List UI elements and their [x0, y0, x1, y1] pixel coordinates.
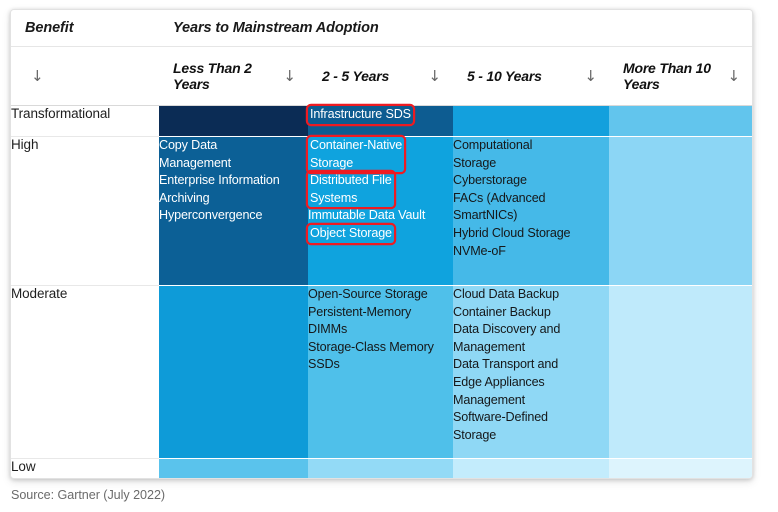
cell-item: Open-Source Storage	[308, 287, 428, 301]
matrix-row: Transformational Infrastructure SDS	[11, 105, 752, 137]
matrix-header-columns: ↓Less Than 2 Years↓2 - 5 Years↓5 - 10 Ye…	[11, 46, 752, 106]
row-label-low: Low	[11, 458, 159, 478]
column-header-label: More Than 10 Years	[623, 60, 711, 92]
matrix-cell	[159, 105, 308, 137]
corner-header-label: Benefit	[25, 20, 74, 36]
cell-item: Storage	[453, 155, 497, 170]
cell-item-label: Storage	[310, 155, 354, 170]
sort-down-arrow-icon[interactable]: ↓	[584, 66, 597, 85]
cell-item-label: Distributed File	[310, 173, 392, 188]
cell-item: Storage-Class Memory	[308, 339, 434, 354]
cell-item-label: Object Storage	[310, 225, 392, 240]
cell-item: Copy Data	[159, 138, 218, 152]
span-header-label: Years to Mainstream Adoption	[173, 20, 379, 36]
red-highlight-box: Infrastructure SDS	[308, 106, 413, 124]
cell-item: SmartNICs)	[453, 208, 518, 223]
cell-item: DIMMs	[308, 322, 348, 337]
cell-item: Management	[159, 155, 232, 170]
cell-item: NVMe-oF	[453, 243, 506, 258]
cell-item: SSDs	[308, 357, 340, 372]
cell-item: Archiving	[159, 190, 210, 205]
column-header-lt2[interactable]: Less Than 2 Years ↓	[159, 46, 308, 106]
row-label-moderate: Moderate	[11, 285, 159, 459]
cell-item-label: Systems	[310, 190, 358, 205]
cell-item: Hybrid Cloud Storage	[453, 225, 571, 240]
sort-down-arrow-icon[interactable]: ↓	[428, 66, 441, 85]
matrix-cell	[453, 458, 609, 478]
matrix-cell	[609, 458, 752, 478]
cell-item: Storage	[453, 427, 497, 442]
matrix-cell	[308, 458, 453, 478]
cell-item: Data Transport and	[453, 357, 559, 372]
cell-item: Data Discovery and	[453, 322, 561, 337]
matrix-cell	[159, 458, 308, 478]
cell-item: FACs (Advanced	[453, 190, 546, 205]
red-highlight-box: Object Storage	[308, 225, 394, 243]
cell-item: Software-Defined	[453, 410, 548, 425]
column-header-label: Less Than 2 Years	[173, 60, 252, 92]
benefit-sort-cell[interactable]: ↓	[11, 46, 159, 106]
cell-item: Computational	[453, 138, 533, 152]
source-caption: Source: Gartner (July 2022)	[11, 488, 166, 502]
column-header-2to5[interactable]: 2 - 5 Years ↓	[308, 46, 453, 106]
matrix-cell	[609, 105, 752, 137]
matrix-row: Low	[11, 458, 752, 478]
highlighted-item: Infrastructure SDS	[308, 106, 453, 124]
cell-item-list: Infrastructure SDS	[308, 106, 453, 124]
sort-down-arrow-icon[interactable]: ↓	[31, 66, 44, 85]
cell-item: Cloud Data Backup	[453, 287, 559, 301]
column-header-label: 2 - 5 Years	[322, 68, 390, 84]
cell-item: Management	[453, 392, 526, 407]
span-header-cell: Years to Mainstream Adoption	[159, 10, 752, 47]
corner-header-cell: Benefit	[11, 10, 159, 47]
highlighted-item-group: Object Storage	[308, 225, 453, 243]
matrix-cell: Infrastructure SDS	[308, 105, 453, 137]
sort-down-arrow-icon[interactable]: ↓	[283, 66, 296, 85]
cell-item: Immutable Data Vault	[308, 208, 426, 223]
cell-item: Hyperconvergence	[159, 208, 263, 223]
column-header-5to10[interactable]: 5 - 10 Years ↓	[453, 46, 609, 106]
matrix-cell	[453, 105, 609, 137]
cell-item: Edge Appliances	[453, 374, 545, 389]
matrix-cell	[159, 285, 308, 459]
cell-item-label: Container-Native	[310, 138, 403, 152]
row-label-transformational: Transformational	[11, 105, 159, 137]
matrix-cell	[609, 285, 752, 459]
column-header-label: 5 - 10 Years	[467, 68, 542, 84]
matrix-cell	[609, 136, 752, 286]
column-header-gt10[interactable]: More Than 10 Years ↓	[609, 46, 752, 106]
sort-down-arrow-icon[interactable]: ↓	[727, 66, 741, 85]
cell-item: Management	[453, 339, 526, 354]
cell-item: Enterprise Information	[159, 173, 280, 188]
cell-item: Cyberstorage	[453, 173, 527, 188]
cell-item: Persistent-Memory	[308, 304, 412, 319]
row-label-high: High	[11, 136, 159, 286]
cell-item: Container Backup	[453, 304, 551, 319]
matrix-header-top: Benefit Years to Mainstream Adoption	[11, 10, 752, 47]
